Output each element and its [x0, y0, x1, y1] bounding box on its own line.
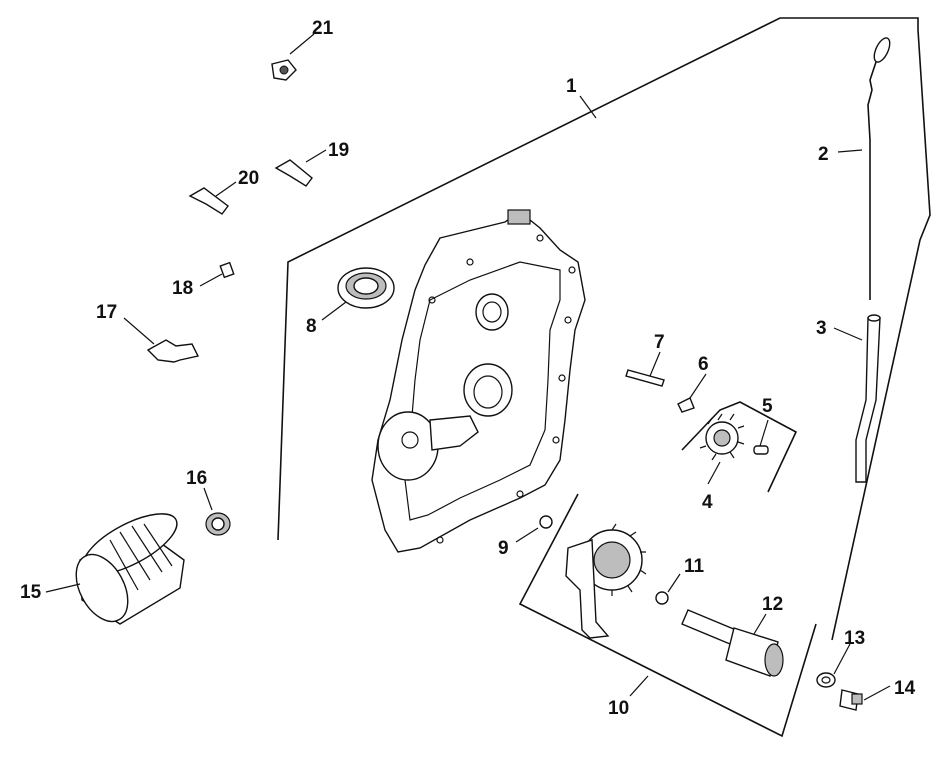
- callout-21: 21: [312, 18, 334, 39]
- callout-18: 18: [172, 278, 193, 299]
- pipe-plug-part: [219, 261, 235, 279]
- governor-gear-part: [681, 401, 798, 493]
- washer-part: [816, 672, 836, 688]
- oil-seal-part: [337, 267, 395, 309]
- callout-15: 15: [20, 582, 42, 603]
- screw-19-part: [274, 159, 313, 187]
- callout-1: 1: [566, 76, 577, 97]
- callout-9: 9: [498, 538, 509, 559]
- callout-6: 6: [698, 354, 709, 375]
- assembly-boundary: [277, 17, 931, 641]
- retainer-clip-part: [677, 397, 695, 413]
- callout-20: 20: [238, 168, 259, 189]
- o-ring-part: [539, 515, 553, 529]
- callout-4: 4: [702, 492, 713, 513]
- elbow-fitting-part: [146, 339, 200, 363]
- callout-16: 16: [186, 468, 207, 489]
- callout-7: 7: [654, 332, 665, 353]
- callout-2: 2: [818, 144, 829, 165]
- callout-11: 11: [684, 556, 705, 577]
- pickup-valve-part: [681, 609, 784, 677]
- oil-filter-part: [75, 513, 185, 625]
- callout-8: 8: [306, 316, 317, 337]
- callout-5: 5: [762, 396, 773, 417]
- drain-plug-part: [839, 689, 863, 711]
- callout-19: 19: [328, 140, 349, 161]
- dipstick-tube-part: [855, 314, 881, 483]
- governor-shaft-part: [625, 369, 665, 387]
- leader-lines: [45, 33, 891, 701]
- callout-14: 14: [894, 678, 916, 699]
- oil-pump-assembly-part: [518, 493, 817, 738]
- callout-10: 10: [608, 698, 629, 719]
- dipstick-part: [867, 37, 891, 300]
- callout-3: 3: [816, 318, 827, 339]
- gear-cover-part: [371, 209, 586, 553]
- callout-13: 13: [844, 628, 865, 649]
- callout-17: 17: [96, 302, 117, 323]
- screw-20-part: [188, 187, 229, 215]
- callout-labels: 1 2 3 4 5 6 7 8 9 10 11 12 13 14 15 16 1…: [20, 18, 916, 719]
- callout-12: 12: [762, 594, 783, 615]
- filter-adapter-part: [205, 512, 231, 536]
- o-ring-small-part: [655, 591, 669, 605]
- pressure-switch-part: [271, 59, 297, 81]
